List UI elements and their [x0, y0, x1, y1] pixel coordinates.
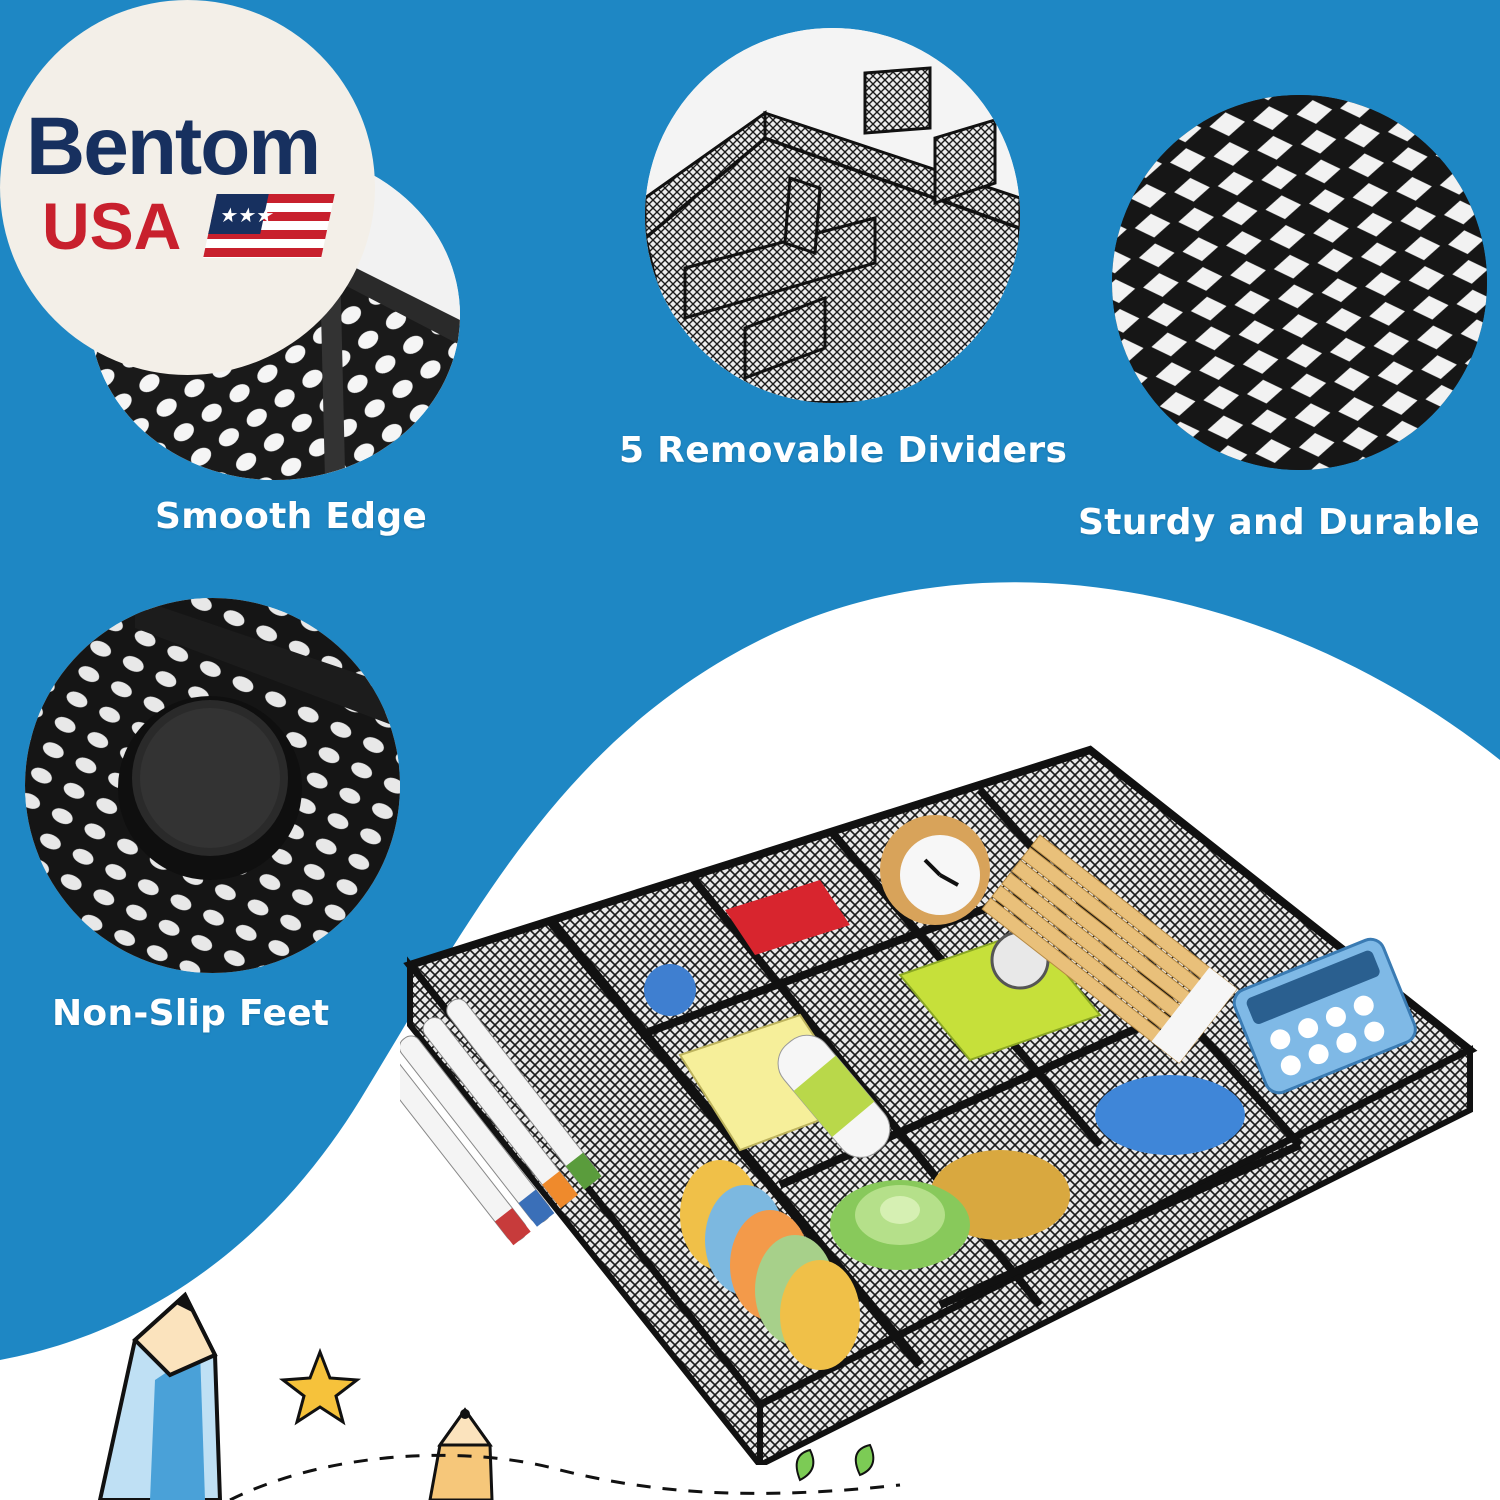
pencils-item — [981, 834, 1238, 1064]
feature-label-smooth-edge: Smooth Edge — [155, 496, 428, 537]
star-doodle-icon — [278, 1347, 362, 1426]
brand-logo-badge: Bentom USA ★★★ — [0, 0, 375, 375]
us-flag-icon: ★★★ — [203, 194, 335, 258]
feature-label-sturdy-durable: Sturdy and Durable — [1078, 502, 1480, 543]
leaf-doodle-icon — [795, 1443, 875, 1482]
feature-label-non-slip-feet: Non-Slip Feet — [52, 993, 330, 1034]
markers-item — [400, 998, 602, 1246]
sturdy-mesh-detail-image — [1112, 95, 1487, 470]
drawer-organizer-tray-image — [400, 745, 1478, 1465]
succulent-item — [830, 1180, 970, 1270]
doodle-decorations — [97, 1291, 901, 1500]
removable-dividers-detail-image — [645, 28, 1020, 403]
pencil-doodle-icon — [97, 1291, 223, 1500]
svg-text:★★★: ★★★ — [218, 203, 277, 227]
logo-word-usa: USA — [42, 189, 182, 263]
logo-word-bentom: Bentom — [26, 101, 321, 192]
colored-discs-item — [680, 1160, 860, 1370]
feature-label-removable-dividers: 5 Removable Dividers — [619, 430, 1068, 471]
non-slip-feet-detail-image — [25, 598, 400, 973]
